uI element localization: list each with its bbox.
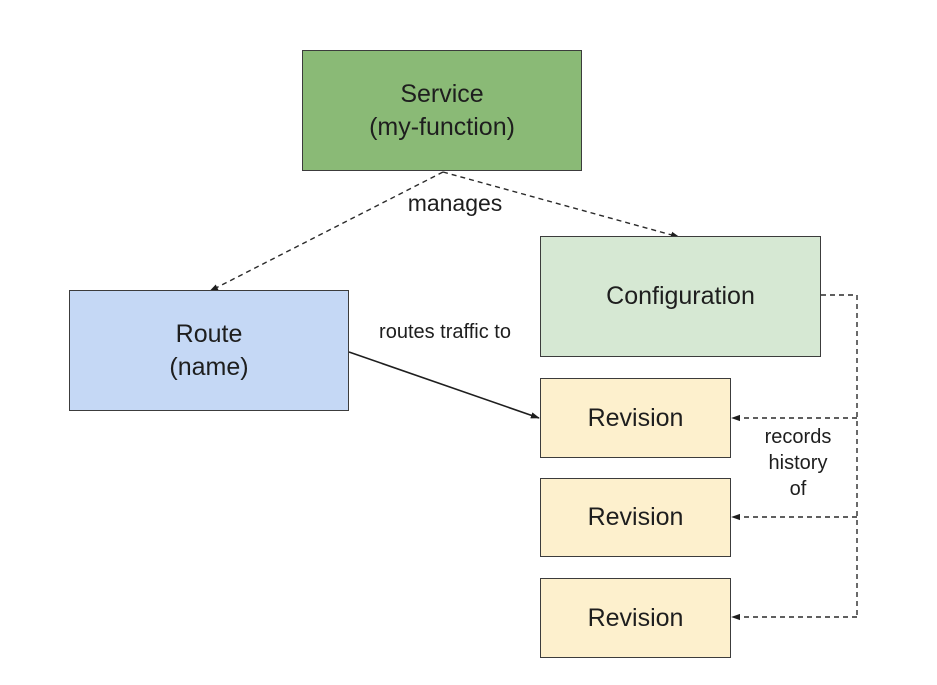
service-node: Service (my-function) [302, 50, 582, 171]
revision-label: Revision [587, 403, 684, 432]
manages-label: manages [407, 190, 503, 216]
records-history-line: of [789, 478, 807, 500]
manages-arrow-to-route [209, 171, 444, 292]
service-title: Service [400, 80, 484, 108]
route-title: Route [175, 320, 243, 348]
revision-label: Revision [587, 603, 684, 632]
revision-node: Revision [540, 478, 731, 557]
records-history-line: records [764, 426, 832, 448]
configuration-label: Configuration [606, 282, 755, 311]
service-subtitle: (my-function) [369, 112, 515, 141]
route-node: Route (name) [69, 290, 349, 411]
route-subtitle: (name) [169, 352, 249, 381]
records-history-label: records history of [748, 424, 848, 502]
records-history-connector [821, 294, 858, 617]
revision-label: Revision [587, 503, 684, 532]
routes-traffic-label: routes traffic to [379, 321, 511, 343]
routes-traffic-arrow [348, 351, 540, 419]
revision-node: Revision [540, 378, 731, 458]
manages-arrow-to-configuration [442, 171, 680, 238]
records-history-line: history [768, 452, 828, 474]
configuration-node: Configuration [540, 236, 821, 357]
revision-node: Revision [540, 578, 731, 658]
